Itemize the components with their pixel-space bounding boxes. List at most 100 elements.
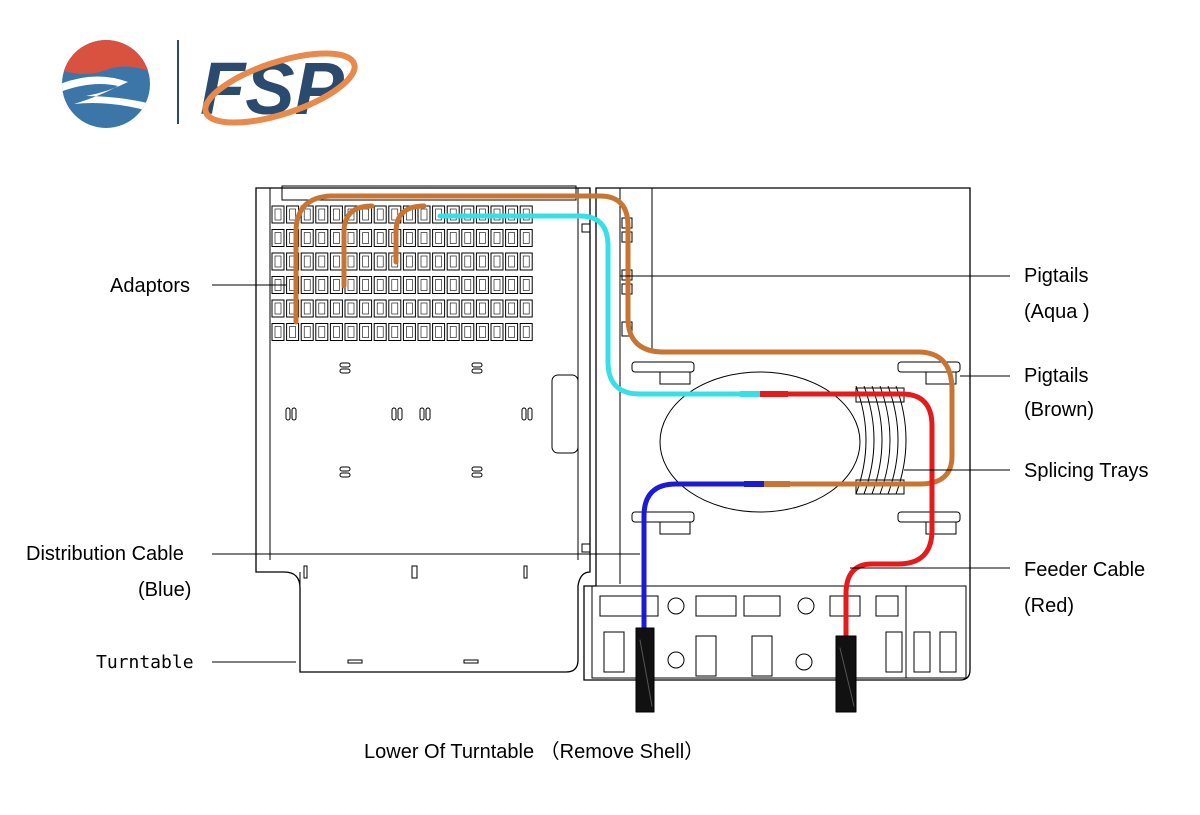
adaptor-port-inner [303, 326, 311, 338]
adaptor-port-inner [479, 232, 486, 244]
adaptor-port-inner [376, 302, 384, 315]
label-turntable: Turntable [96, 652, 194, 673]
adaptor-port [359, 229, 373, 247]
label-distribution-cable: Distribution Cable [26, 543, 184, 565]
adaptor-port [475, 276, 489, 294]
adaptor-port-inner [376, 232, 384, 244]
adaptor-port [359, 323, 373, 341]
adaptor-port-inner [522, 279, 530, 291]
adaptor-port [300, 252, 314, 271]
adaptor-port [490, 323, 504, 341]
adaptor-port-inner [318, 232, 326, 244]
adaptor-port-inner [464, 302, 472, 315]
blue-distribution-cable [641, 481, 767, 633]
adaptor-port-inner [420, 302, 428, 315]
adaptor-port-inner [479, 302, 486, 315]
adaptor-port-inner [333, 326, 340, 338]
adaptor-port [344, 276, 358, 294]
adaptor-port [417, 252, 431, 271]
adaptor-port-inner [391, 208, 399, 221]
adaptor-port-inner [493, 302, 501, 315]
adaptor-port [286, 229, 300, 247]
adaptor-port [373, 323, 387, 341]
adaptor-port-inner [303, 232, 311, 244]
adaptor-port-inner [420, 326, 428, 338]
adaptor-port-inner [333, 208, 340, 221]
adaptor-port [271, 205, 285, 224]
mount-brackets [631, 361, 961, 535]
label-splicing-trays: Splicing Trays [1024, 460, 1149, 482]
adaptor-port-inner [479, 279, 486, 291]
adaptor-port [461, 229, 475, 247]
adaptor-port [388, 276, 402, 294]
adaptor-port-inner [449, 232, 457, 244]
adaptor-port-inner [391, 279, 399, 291]
adaptor-port [490, 276, 504, 294]
adaptor-port [432, 276, 446, 294]
panel-slots [285, 362, 533, 664]
adaptor-port [373, 205, 387, 224]
adaptor-port-inner [464, 232, 472, 244]
aqua-pigtail-cable [437, 213, 775, 397]
adaptor-port [344, 323, 358, 341]
adaptor-port [359, 276, 373, 294]
adaptor-port-inner [274, 302, 282, 315]
adaptor-port-inner [406, 279, 413, 291]
adaptor-port [461, 252, 475, 271]
adaptor-port-inner [464, 326, 472, 338]
adaptor-port-inner [464, 279, 472, 291]
adaptor-port [475, 299, 489, 318]
label-pigtails-brown-color: (Brown) [1024, 399, 1094, 421]
adaptor-port-inner [289, 326, 296, 338]
adaptor-port [505, 252, 519, 271]
adaptor-port-inner [449, 326, 457, 338]
adaptor-port [432, 323, 446, 341]
adaptor-port-inner [522, 302, 530, 315]
adaptor-port-inner [376, 255, 384, 268]
adaptor-port-inner [376, 279, 384, 291]
adaptor-port-inner [508, 326, 515, 338]
adaptor-port [359, 252, 373, 271]
adaptor-port-inner [376, 208, 384, 221]
adaptor-port-inner [406, 232, 413, 244]
adaptor-port-inner [435, 255, 442, 268]
adaptor-port [490, 252, 504, 271]
adaptor-port-inner [303, 279, 311, 291]
adaptor-port [329, 323, 343, 341]
adaptor-port [505, 276, 519, 294]
adaptor-port-inner [522, 232, 530, 244]
brand-logo: FSP [62, 40, 358, 130]
adaptor-port [432, 299, 446, 318]
adaptor-port [519, 252, 533, 271]
adaptor-port [344, 205, 358, 224]
adaptor-port-inner [449, 255, 457, 268]
callout-lines [212, 275, 1010, 663]
adaptor-port-inner [435, 232, 442, 244]
adaptor-port [388, 323, 402, 341]
adaptor-port-inner [406, 255, 413, 268]
label-pigtails-brown: Pigtails [1024, 365, 1088, 387]
adaptor-port-inner [303, 208, 311, 221]
adaptor-port [446, 229, 460, 247]
label-distribution-color: (Blue) [138, 579, 191, 601]
adaptor-port-inner [522, 326, 530, 338]
adaptor-port [286, 252, 300, 271]
adaptor-port [329, 229, 343, 247]
adaptor-grid [271, 205, 533, 341]
adaptor-port [329, 276, 343, 294]
adaptor-port [344, 252, 358, 271]
adaptor-port-inner [508, 302, 515, 315]
adaptor-port [388, 299, 402, 318]
adaptor-port-inner [406, 326, 413, 338]
adaptor-port [315, 205, 329, 224]
adaptor-port [417, 323, 431, 341]
adaptor-port [315, 276, 329, 294]
adaptor-port-inner [508, 279, 515, 291]
adaptor-port-inner [333, 255, 340, 268]
adaptor-port [286, 323, 300, 341]
adaptor-port [344, 229, 358, 247]
adaptor-port-inner [420, 255, 428, 268]
adaptor-port [519, 276, 533, 294]
adaptor-port-inner [449, 279, 457, 291]
